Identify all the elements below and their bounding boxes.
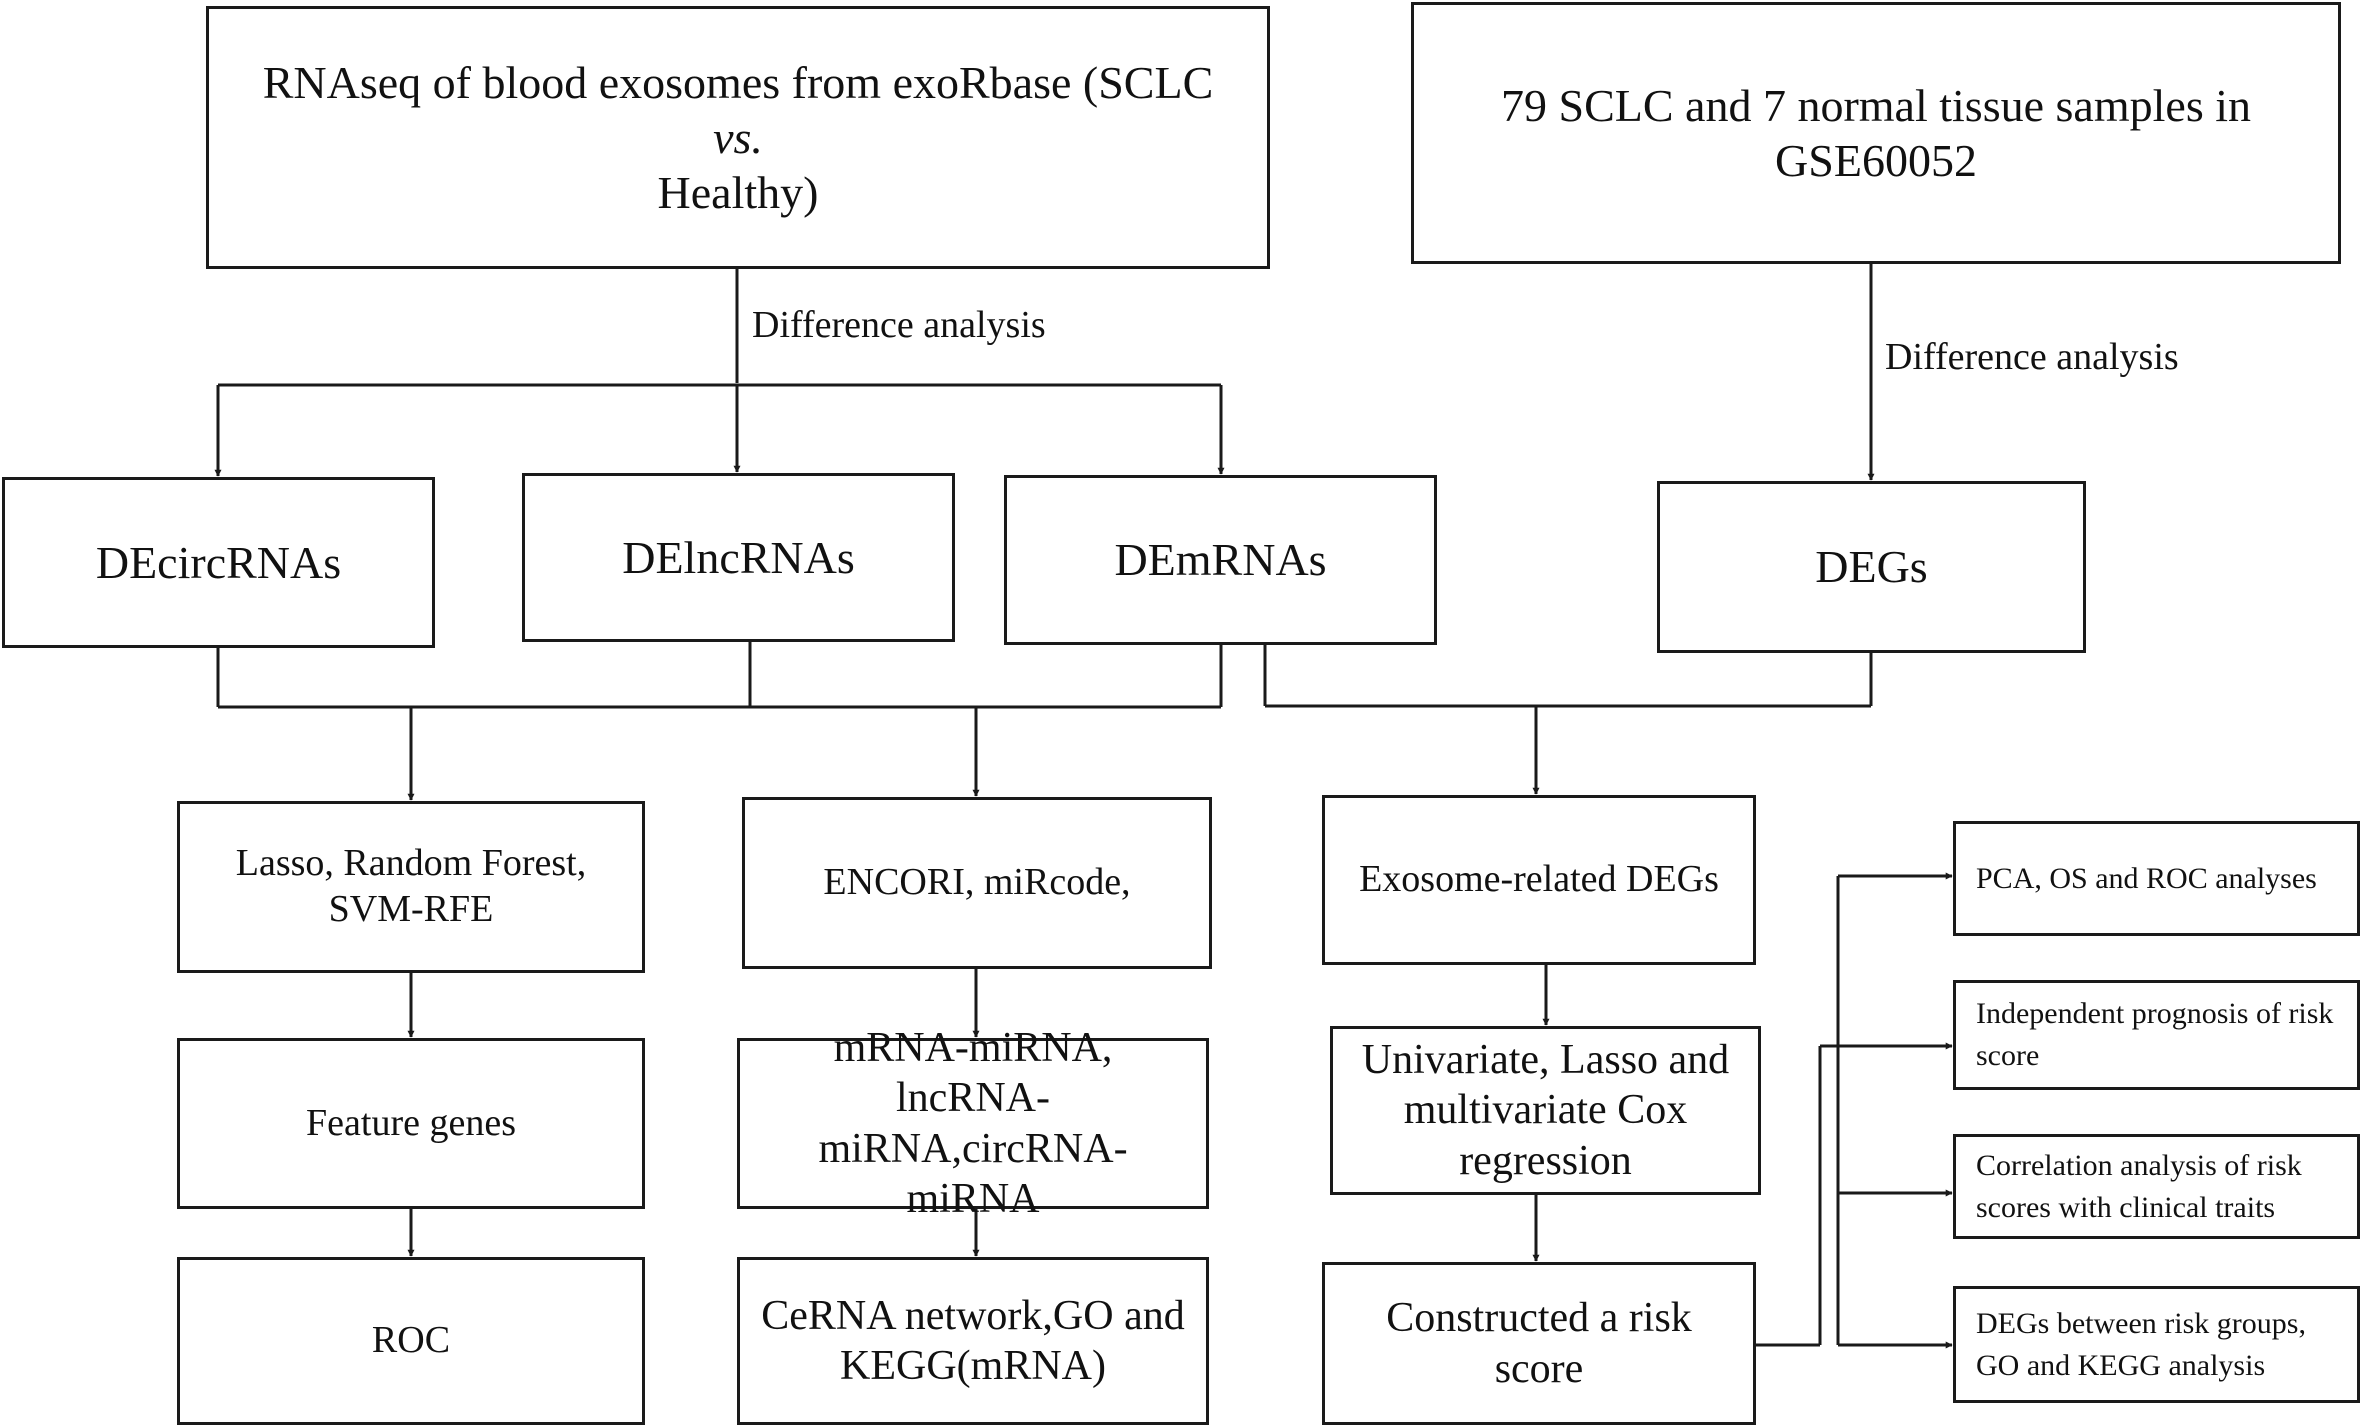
exosome-degs-label: Exosome-related DEGs: [1359, 858, 1719, 901]
versus-text: vs.: [713, 111, 763, 163]
decircrnas-label: DEcircRNAs: [95, 536, 342, 588]
exosome-degs-box: Exosome-related DEGs: [1322, 795, 1756, 965]
risk-score-label: Constructed a risk score: [1386, 1295, 1692, 1392]
rna-pairs-box: mRNA-miRNA, lncRNA-miRNA,circRNA-miRNA: [737, 1025, 1209, 1222]
risk-score-box: Constructed a risk score: [1322, 1262, 1756, 1425]
degs-label: DEGs: [1815, 541, 1928, 593]
source-exorbase-box: RNAseq of blood exosomes from exoRbase (…: [206, 6, 1270, 269]
demrnas-label: DEmRNAs: [1114, 534, 1327, 586]
degs-box: DEGs: [1657, 481, 2086, 653]
source-exorbase-text-end: Healthy): [657, 167, 819, 219]
outcome-prognosis-box: Independent prognosis of risk score: [1953, 980, 2360, 1090]
cox-regression-box: Univariate, Lasso and multivariate Cox r…: [1330, 1026, 1761, 1195]
source-gse60052-text: 79 SCLC and 7 normal tissue samples in G…: [1500, 79, 2251, 186]
outcome-prognosis-label: Independent prognosis of risk score: [1976, 997, 2334, 1072]
demrnas-box: DEmRNAs: [1004, 475, 1437, 645]
ml-methods-label: Lasso, Random Forest, SVM-RFE: [235, 842, 587, 930]
roc-label: ROC: [371, 1319, 451, 1362]
encori-mircode-label: ENCORI, miRcode,: [823, 861, 1131, 904]
source-exorbase-text: RNAseq of blood exosomes from exoRbase (…: [262, 56, 1214, 108]
delncrnas-label: DElncRNAs: [622, 531, 855, 583]
delncrnas-box: DElncRNAs: [522, 473, 955, 642]
ml-methods-box: Lasso, Random Forest, SVM-RFE: [177, 801, 645, 973]
difference-analysis-label-left: Difference analysis: [752, 304, 1046, 346]
feature-genes-label: Feature genes: [306, 1101, 516, 1144]
encori-mircode-box: ENCORI, miRcode,: [742, 797, 1212, 969]
cerna-network-label: CeRNA network,GO and KEGG(mRNA): [761, 1292, 1185, 1389]
cerna-network-box: CeRNA network,GO and KEGG(mRNA): [737, 1257, 1209, 1425]
outcome-risk-groups-label: DEGs between risk groups, GO and KEGG an…: [1976, 1306, 2306, 1382]
source-gse60052-box: 79 SCLC and 7 normal tissue samples in G…: [1411, 2, 2341, 264]
outcome-pca-box: PCA, OS and ROC analyses: [1953, 821, 2360, 936]
outcome-correlation-box: Correlation analysis of risk scores with…: [1953, 1134, 2360, 1239]
decircrnas-box: DEcircRNAs: [2, 477, 435, 648]
difference-analysis-label-right: Difference analysis: [1885, 336, 2179, 378]
roc-box: ROC: [177, 1257, 645, 1425]
outcome-risk-groups-box: DEGs between risk groups, GO and KEGG an…: [1953, 1286, 2360, 1403]
outcome-correlation-label: Correlation analysis of risk scores with…: [1976, 1148, 2302, 1224]
outcome-pca-label: PCA, OS and ROC analyses: [1976, 861, 2317, 895]
rna-pairs-label: mRNA-miRNA, lncRNA-miRNA,circRNA-miRNA: [818, 1024, 1128, 1222]
feature-genes-box: Feature genes: [177, 1038, 645, 1209]
cox-regression-label: Univariate, Lasso and multivariate Cox r…: [1361, 1036, 1730, 1184]
